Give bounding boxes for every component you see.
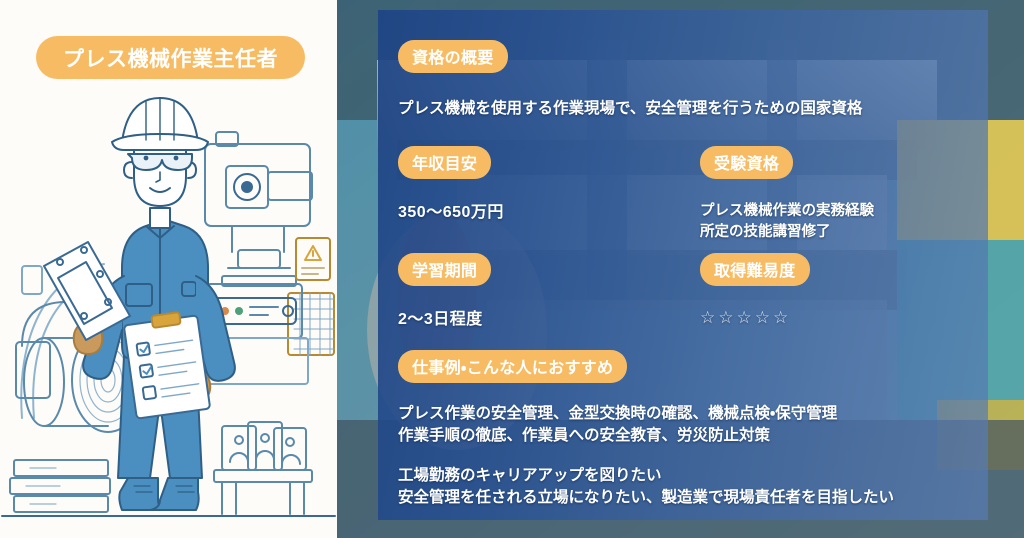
overview-badge-wrap: 資格の概要 — [398, 40, 508, 73]
jobs-badge-label: 仕事例・こんな人におすすめ — [412, 360, 614, 377]
eligibility-badge: 受験資格 — [700, 146, 794, 179]
jobs-line: プレス作業の安全管理、金型交換時の確認、機械点検・保守管理 — [398, 405, 838, 422]
overview-badge: 資格の概要 — [398, 40, 508, 73]
duration-block: 学習期間 2〜3日程度 — [398, 253, 492, 331]
difficulty-block: 取得難易度 ☆☆☆☆☆ — [700, 253, 810, 328]
overview-description: プレス機械を使用する作業現場で、安全管理を行うための国家資格 — [398, 100, 863, 117]
recommend-line: 安全管理を任される立場になりたい、製造業で現場責任者を目指したい — [398, 489, 895, 507]
eligibility-lines: プレス機械作業の実務経験 所定の技能講習修了 — [700, 201, 874, 243]
salary-block: 年収目安 350〜650万円 — [398, 146, 504, 224]
jobs-block: 仕事例・こんな人におすすめ プレス作業の安全管理、金型交換時の確認、機械点検・保… — [398, 350, 837, 448]
recommend-line: 工場勤務のキャリアアップを図りたい — [398, 467, 662, 484]
eligibility-block: 受験資格 プレス機械作業の実務経験 所定の技能講習修了 — [700, 146, 874, 243]
left-panel: プレス機械作業主任者 — [0, 0, 337, 538]
duration-badge: 学習期間 — [398, 253, 492, 286]
jobs-badge: 仕事例・こんな人におすすめ — [398, 350, 628, 383]
salary-value: 350〜650万円 — [398, 204, 504, 221]
title-badge: プレス機械作業主任者 — [36, 36, 305, 79]
jobs-line: 作業手順の徹底、作業員への安全教育、労災防止対策 — [398, 427, 771, 445]
duration-badge-label: 学習期間 — [412, 263, 478, 280]
recommend-lines: 工場勤務のキャリアアップを図りたい 安全管理を任される立場になりたい、製造業で現… — [398, 465, 894, 510]
press-machine-photo-area: 資格の概要 プレス機械を使用する作業現場で、安全管理を行うための国家資格 年収目… — [337, 0, 1024, 538]
duration-value: 2〜3日程度 — [398, 311, 483, 328]
salary-badge: 年収目安 — [398, 146, 492, 179]
jobs-lines: プレス作業の安全管理、金型交換時の確認、機械点検・保守管理 作業手順の徹底、作業… — [398, 403, 837, 448]
title-badge-label: プレス機械作業主任者 — [63, 47, 278, 71]
eligibility-badge-label: 受験資格 — [714, 156, 780, 173]
difficulty-badge-label: 取得難易度 — [714, 263, 796, 280]
overview-badge-label: 資格の概要 — [412, 50, 494, 67]
salary-badge-label: 年収目安 — [412, 156, 478, 173]
difficulty-badge: 取得難易度 — [700, 253, 810, 286]
difficulty-rating-stars: ☆☆☆☆☆ — [700, 308, 792, 327]
press-machine-worker-illustration — [0, 88, 337, 538]
info-content: 資格の概要 プレス機械を使用する作業現場で、安全管理を行うための国家資格 年収目… — [378, 10, 988, 520]
eligibility-line: 所定の技能講習修了 — [700, 224, 831, 241]
eligibility-line: プレス機械作業の実務経験 — [700, 203, 874, 219]
